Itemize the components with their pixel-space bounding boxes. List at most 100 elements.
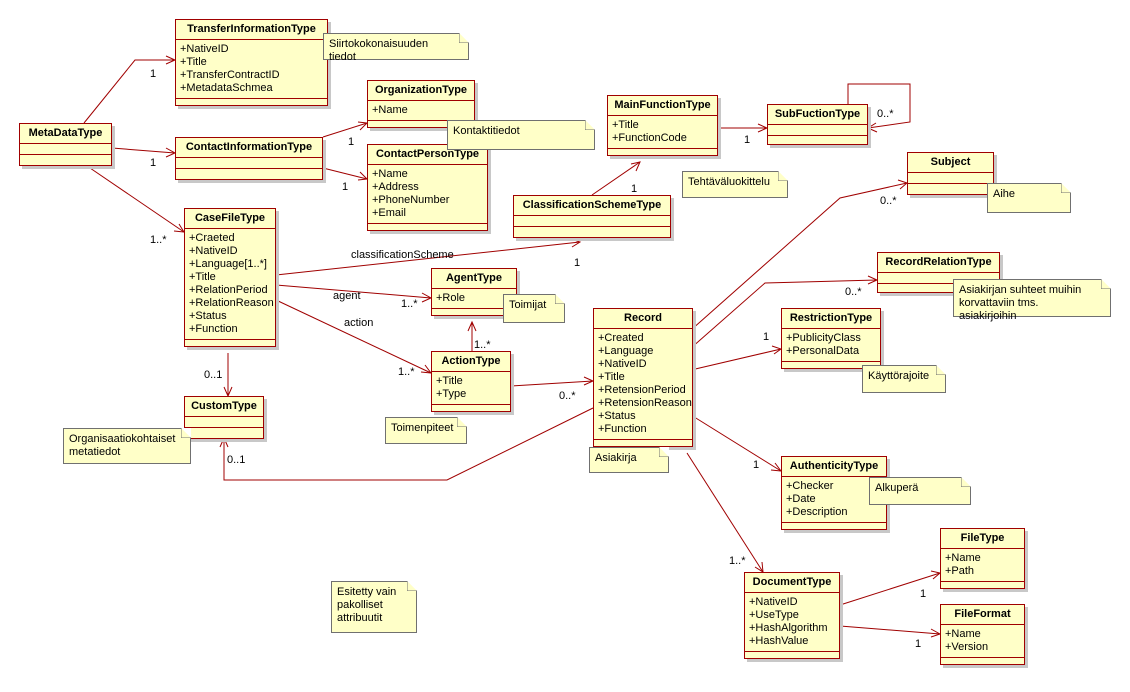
assoc-record-authenticity — [690, 414, 782, 472]
class-name: AgentType — [445, 272, 503, 284]
class-contactpersontype[interactable]: ContactPersonType +Name +Address +PhoneN… — [367, 144, 488, 231]
assoc-metadata-casefile — [89, 167, 185, 233]
class-attributes: +Created +Language +NativeID +Title +Ret… — [594, 328, 692, 439]
class-subfuctiontype[interactable]: SubFuctionType — [767, 104, 868, 145]
multiplicity-label: 1..* — [150, 234, 167, 246]
class-attributes — [768, 124, 867, 135]
assoc-subfunction-self — [847, 83, 911, 129]
class-actiontype[interactable]: ActionType +Title +Type — [431, 351, 511, 412]
arrowhead — [357, 121, 369, 131]
assoc-classification-mainfunction — [591, 161, 641, 196]
class-attributes — [878, 272, 999, 283]
class-attributes — [908, 172, 993, 183]
class-attributes: +NativeID +Title +TransferContractID +Me… — [176, 39, 327, 98]
multiplicity-label: 1..* — [474, 339, 491, 351]
class-name: ClassificationSchemeType — [522, 199, 662, 211]
class-name: TransferInformationType — [187, 23, 316, 35]
class-contactinformationtype[interactable]: ContactInformationType — [175, 137, 323, 180]
attribute: +Role — [436, 292, 466, 304]
note-toimenpiteet[interactable]: Toimenpiteet — [385, 417, 467, 444]
attribute: +Name — [372, 168, 408, 180]
class-name: ContactInformationType — [185, 141, 313, 153]
multiplicity-label: 1 — [753, 459, 760, 471]
class-restrictiontype[interactable]: RestrictionType +PublicityClass +Persona… — [781, 308, 881, 369]
attribute: +Craeted — [189, 232, 235, 244]
note-esitetty[interactable]: Esitetty vain pakolliset attribuutit — [331, 581, 417, 633]
multiplicity-label: 0..* — [880, 195, 897, 207]
class-casefiletype[interactable]: CaseFileType +Craeted +NativeID +Languag… — [184, 208, 276, 347]
note-asiakirja[interactable]: Asiakirja — [589, 447, 669, 473]
multiplicity-label: 1..* — [729, 555, 746, 567]
note-toimijat[interactable]: Toimijat — [503, 294, 565, 323]
class-subject[interactable]: Subject — [907, 152, 994, 195]
class-customtype[interactable]: CustomType — [184, 396, 264, 439]
role-label: agent — [333, 290, 361, 302]
note-asiakirjan-suhteet[interactable]: Asiakirjan suhteet muihin korvattaviin t… — [953, 279, 1111, 322]
class-record[interactable]: Record +Created +Language +NativeID +Tit… — [593, 308, 693, 447]
attribute: +Title — [436, 375, 463, 387]
class-transferinformationtype[interactable]: TransferInformationType +NativeID +Title… — [175, 19, 328, 106]
class-attributes: +Name — [368, 100, 474, 120]
note-text: Käyttörajoite — [868, 370, 930, 382]
attribute: +RelationReason — [189, 297, 274, 309]
class-classificationschemetype[interactable]: ClassificationSchemeType — [513, 195, 671, 238]
assoc-contactinfo-organization — [322, 122, 368, 138]
assoc-casefile-classification — [275, 241, 581, 276]
multiplicity-label: 1..* — [398, 366, 415, 378]
note-kayttorajoite[interactable]: Käyttörajoite — [862, 365, 946, 393]
note-text: Asiakirjan suhteet muihin korvattaviin t… — [959, 284, 1082, 322]
attribute: +Language[1..*] — [189, 258, 267, 270]
arrowhead — [467, 320, 477, 332]
note-text: Tehtäväluokittelu — [688, 176, 770, 188]
class-metadatatype[interactable]: MetaDataType — [19, 123, 112, 166]
assoc-metadata-contactinfo — [111, 147, 176, 154]
class-fileformat[interactable]: FileFormat +Name +Version — [940, 604, 1025, 665]
role-label: action — [344, 317, 374, 329]
note-organisaatiokohtaiset[interactable]: Organisaatiokohtaiset metatiedot — [63, 428, 191, 464]
multiplicity-label: 1 — [915, 638, 922, 650]
note-aihe[interactable]: Aihe — [987, 183, 1071, 213]
class-name: SubFuctionType — [774, 108, 861, 120]
class-attributes: +Name +Path — [941, 548, 1024, 581]
note-siirtokokonaisuus[interactable]: Siirtokokonaisuuden tiedot — [323, 33, 469, 63]
attribute: +NativeID — [189, 245, 238, 257]
attribute: +Function — [598, 423, 647, 435]
assoc-record-document — [686, 452, 764, 573]
arrowhead — [770, 462, 783, 472]
attribute: +PhoneNumber — [372, 194, 450, 206]
assoc-record-custom — [223, 407, 594, 481]
attribute: +NativeID — [749, 596, 798, 608]
note-text: Kontaktitiedot — [453, 125, 520, 137]
assoc-casefile-action — [275, 299, 432, 374]
attribute: +RetensionReason — [598, 397, 692, 409]
class-operations — [432, 404, 510, 411]
attribute: +Created — [598, 332, 644, 344]
attribute: +Status — [189, 310, 227, 322]
note-fold-corner — [778, 171, 788, 181]
note-text: Toimenpiteet — [391, 422, 454, 434]
note-alkupera[interactable]: Alkuperä — [869, 477, 971, 505]
role-label: classificationScheme — [351, 249, 454, 261]
class-operations — [908, 183, 993, 194]
note-fold-corner — [1101, 279, 1111, 289]
class-operations — [768, 135, 867, 144]
class-mainfunctiontype[interactable]: MainFunctionType +Title +FunctionCode — [607, 95, 718, 156]
assoc-document-filetype — [839, 572, 941, 606]
class-agenttype[interactable]: AgentType +Role — [431, 268, 517, 316]
multiplicity-label: 1..* — [401, 298, 418, 310]
note-kontaktitiedot[interactable]: Kontaktitiedot — [447, 120, 595, 150]
class-attributes: +Title +Type — [432, 371, 510, 404]
class-name: CustomType — [191, 400, 257, 412]
note-tehtavaluokittelu[interactable]: Tehtäväluokittelu — [682, 171, 788, 198]
class-attributes — [185, 416, 263, 427]
class-documenttype[interactable]: DocumentType +NativeID +UseType +HashAlg… — [744, 572, 840, 659]
class-attributes: +PublicityClass +PersonalData — [782, 328, 880, 361]
multiplicity-label: 0..* — [559, 390, 576, 402]
class-name: RestrictionType — [789, 312, 873, 324]
arrowhead — [866, 122, 878, 133]
note-text: Aihe — [993, 188, 1016, 200]
class-filetype[interactable]: FileType +Name +Path — [940, 528, 1025, 589]
note-text: Organisaatiokohtaiset metatiedot — [69, 433, 176, 458]
attribute: +Function — [189, 323, 238, 335]
class-operations — [745, 651, 839, 658]
